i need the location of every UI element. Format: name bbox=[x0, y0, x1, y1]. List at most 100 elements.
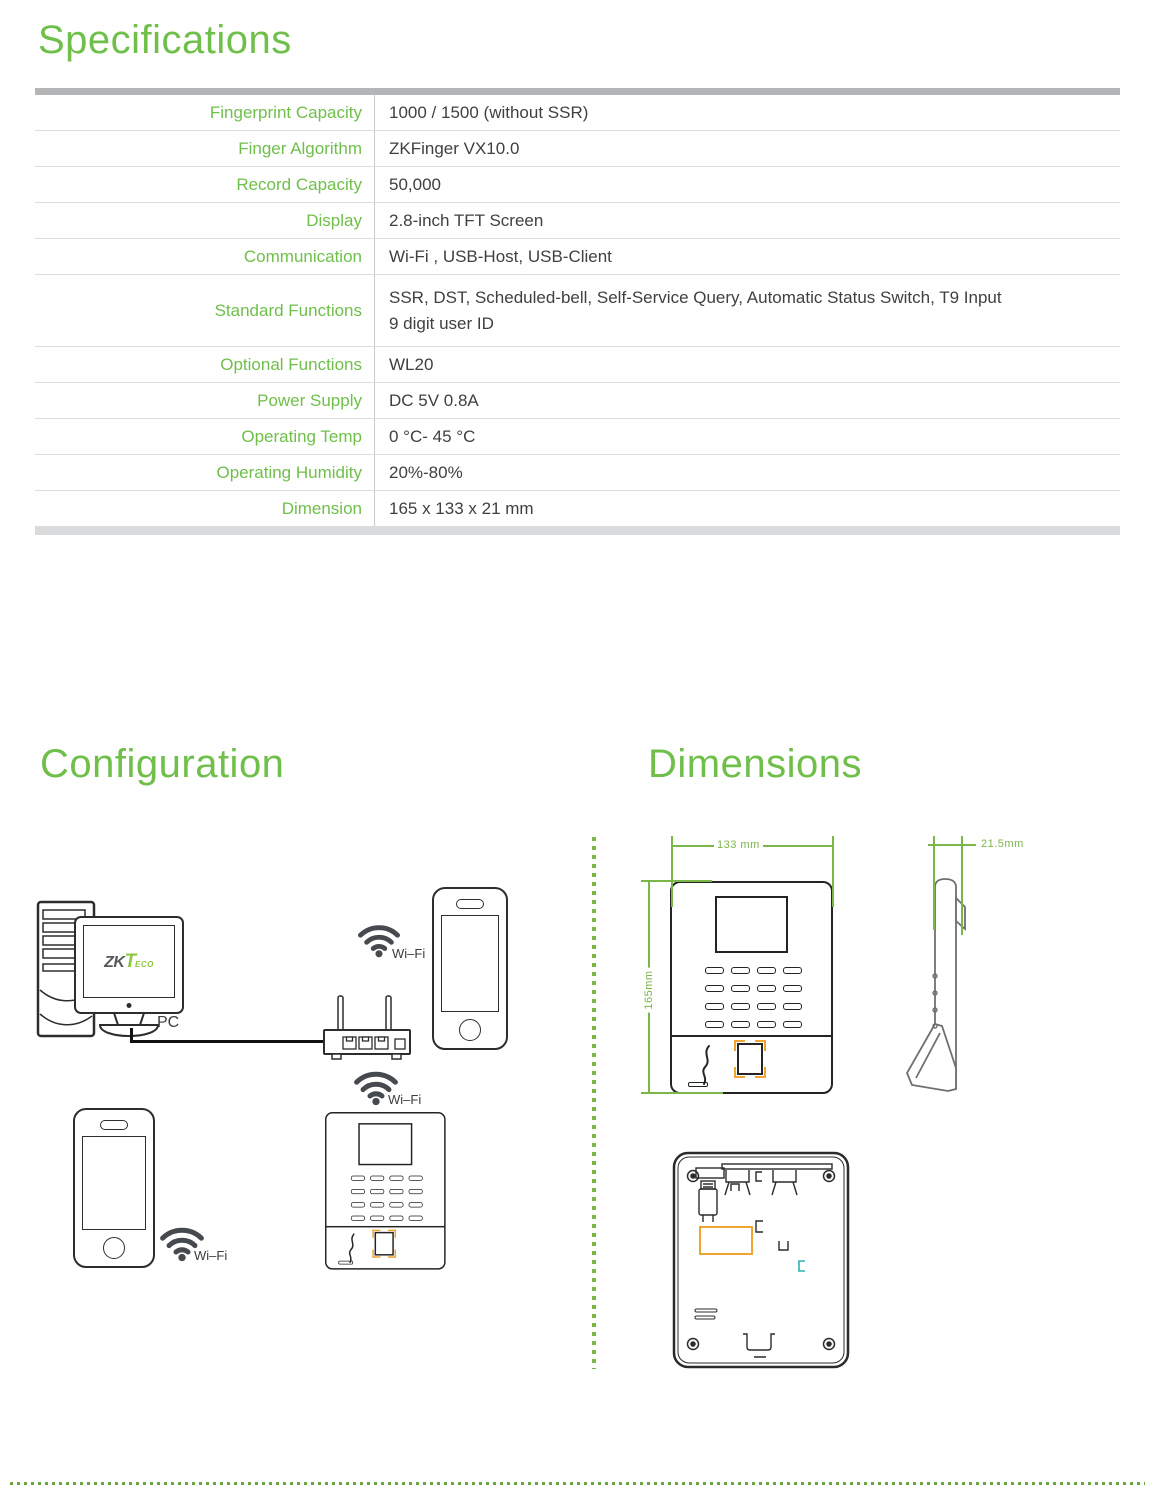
keypad-key bbox=[389, 1215, 404, 1221]
spec-row-label: Standard Functions bbox=[35, 275, 375, 346]
spec-row-value: 2.8-inch TFT Screen bbox=[375, 203, 1120, 238]
spec-value-line: 1000 / 1500 (without SSR) bbox=[389, 102, 589, 122]
monitor-stand bbox=[98, 1013, 160, 1038]
spec-value-line: DC 5V 0.8A bbox=[389, 390, 479, 410]
pc-label: PC bbox=[157, 1014, 180, 1031]
fingerprint-sensor-window bbox=[737, 1043, 763, 1075]
spec-table-top-bar bbox=[35, 88, 1120, 95]
terminal-screen bbox=[715, 896, 788, 953]
wifi-icon bbox=[354, 1071, 398, 1106]
height-dimension-label: 165mm bbox=[643, 967, 655, 1013]
spec-row-label: Power Supply bbox=[35, 383, 375, 418]
spec-row-value: 1000 / 1500 (without SSR) bbox=[375, 95, 1120, 130]
wifi-label: Wi–Fi bbox=[388, 1092, 422, 1107]
spec-table: Fingerprint Capacity 1000 / 1500 (withou… bbox=[35, 88, 1120, 535]
sensor-corner-mark bbox=[755, 1067, 766, 1078]
keypad-key bbox=[731, 985, 750, 992]
keypad-key bbox=[350, 1215, 365, 1221]
smartphone-illustration bbox=[432, 887, 508, 1050]
sensor-corner-mark bbox=[755, 1040, 766, 1051]
spec-row-label: Finger Algorithm bbox=[35, 131, 375, 166]
spec-value-line: WL20 bbox=[389, 354, 434, 374]
terminal-bottom-slot bbox=[338, 1260, 354, 1265]
keypad-key bbox=[389, 1188, 404, 1195]
spec-row-value: SSR, DST, Scheduled-bell, Self-Service Q… bbox=[375, 275, 1120, 346]
spec-value-line: 165 x 133 x 21 mm bbox=[389, 498, 534, 518]
width-dimension-label: 133 mm bbox=[714, 839, 763, 851]
keypad-key bbox=[408, 1175, 423, 1181]
keypad-key bbox=[370, 1175, 385, 1181]
spec-row-value: Wi-Fi , USB-Host, USB-Client bbox=[375, 239, 1120, 274]
spec-table-row: Operating Temp 0 °C- 45 °C bbox=[35, 419, 1120, 455]
router-illustration bbox=[323, 995, 411, 1060]
spec-row-label: Display bbox=[35, 203, 375, 238]
dimension-line bbox=[928, 844, 976, 846]
keypad-key bbox=[783, 1021, 802, 1028]
terminal-screen bbox=[358, 1123, 413, 1166]
spec-row-label: Operating Temp bbox=[35, 419, 375, 454]
spec-row-value: DC 5V 0.8A bbox=[375, 383, 1120, 418]
keypad-key bbox=[783, 985, 802, 992]
spec-row-label: Optional Functions bbox=[35, 347, 375, 382]
spec-table-row: Communication Wi-Fi , USB-Host, USB-Clie… bbox=[35, 239, 1120, 275]
attendance-terminal-illustration bbox=[325, 1112, 446, 1270]
keypad-key bbox=[783, 1003, 802, 1010]
spec-table-row: Operating Humidity 20%-80% bbox=[35, 455, 1120, 491]
smartphone-illustration bbox=[73, 1108, 155, 1268]
spec-row-label: Fingerprint Capacity bbox=[35, 95, 375, 130]
spec-table-bottom-bar bbox=[35, 527, 1120, 535]
keypad-key bbox=[705, 985, 724, 992]
keypad-key bbox=[350, 1202, 365, 1208]
keypad-key bbox=[783, 967, 802, 974]
phone-screen bbox=[82, 1136, 146, 1230]
keypad-key bbox=[350, 1188, 365, 1195]
fingerprint-sensor bbox=[372, 1229, 397, 1258]
logo-zk-text: ZK bbox=[104, 953, 125, 971]
keypad-key bbox=[705, 1003, 724, 1010]
wifi-icon bbox=[160, 1227, 204, 1262]
spec-table-row: Finger Algorithm ZKFinger VX10.0 bbox=[35, 131, 1120, 167]
spec-value-line: 20%-80% bbox=[389, 462, 463, 482]
extension-line bbox=[933, 836, 935, 930]
spec-table-row: Display 2.8-inch TFT Screen bbox=[35, 203, 1120, 239]
terminal-panel-divider bbox=[325, 1225, 445, 1228]
extension-line bbox=[961, 836, 963, 935]
wifi-label: Wi–Fi bbox=[194, 1248, 228, 1263]
terminal-keypad bbox=[350, 1175, 423, 1221]
specifications-title: Specifications bbox=[38, 18, 292, 62]
extension-line bbox=[671, 836, 673, 907]
logo-eco-text: ECO bbox=[135, 959, 154, 969]
sensor-corner-mark bbox=[372, 1249, 381, 1258]
sensor-corner-mark bbox=[372, 1229, 381, 1238]
fingerprint-sensor-window bbox=[374, 1231, 394, 1256]
keypad-key bbox=[757, 1021, 776, 1028]
keypad-key bbox=[757, 985, 776, 992]
keypad-key bbox=[757, 967, 776, 974]
spec-row-value: 0 °C- 45 °C bbox=[375, 419, 1120, 454]
phone-speaker bbox=[100, 1120, 128, 1130]
spec-value-line: 50,000 bbox=[389, 174, 441, 194]
terminal-speaker-squiggle bbox=[702, 1045, 710, 1085]
spec-row-value: ZKFinger VX10.0 bbox=[375, 131, 1120, 166]
spec-table-row: Optional Functions WL20 bbox=[35, 347, 1120, 383]
keypad-key bbox=[370, 1188, 385, 1195]
spec-value-line: SSR, DST, Scheduled-bell, Self-Service Q… bbox=[389, 287, 1002, 307]
phone-screen bbox=[441, 915, 499, 1012]
keypad-key bbox=[408, 1202, 423, 1208]
keypad-key bbox=[389, 1202, 404, 1208]
network-cable bbox=[130, 1028, 133, 1042]
keypad-key bbox=[389, 1175, 404, 1181]
spec-table-row: Record Capacity 50,000 bbox=[35, 167, 1120, 203]
keypad-key bbox=[350, 1175, 365, 1181]
terminal-bottom-slot bbox=[688, 1082, 708, 1087]
spec-value-line: 2.8-inch TFT Screen bbox=[389, 210, 544, 230]
terminal-speaker-squiggle bbox=[348, 1233, 355, 1263]
spec-row-value: WL20 bbox=[375, 347, 1120, 382]
spec-row-label: Communication bbox=[35, 239, 375, 274]
spec-table-rows: Fingerprint Capacity 1000 / 1500 (withou… bbox=[35, 95, 1120, 527]
phone-speaker bbox=[456, 899, 484, 909]
network-cable bbox=[130, 1040, 328, 1043]
